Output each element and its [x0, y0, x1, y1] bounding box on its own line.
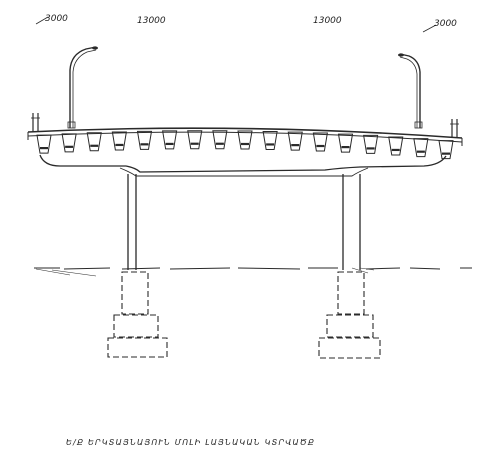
deck-beam: [337, 133, 354, 153]
foundation-left: [107, 271, 168, 358]
railing-right: [450, 119, 459, 137]
deck-beams: [36, 130, 454, 160]
pier-column-right: [342, 174, 361, 270]
dim-tick-left: [35, 16, 49, 25]
deck-beam: [61, 133, 77, 153]
foundation-left-neck: [121, 271, 149, 315]
deck-beam: [111, 131, 127, 151]
deck-beam: [388, 136, 404, 156]
foundation-left-footing: [107, 337, 168, 358]
railing-left: [31, 113, 40, 132]
drawing-caption: Ե/Ք ԵՐԿՏԱՅՆԱՅՈՒՆ ՄՈԼԻ ԼԱՅՆԱԿԱՆ ԿՏՐՎԱԾՔ: [66, 438, 315, 447]
dim-right-carriageway: 13000: [313, 16, 342, 26]
deck-beam: [262, 130, 278, 150]
pier-column-left: [127, 174, 137, 270]
deck-beam: [212, 130, 228, 150]
dim-right-sidewalk: 3000: [434, 19, 457, 29]
foundation-right-upper-step: [326, 314, 374, 338]
foundation-left-upper-step: [113, 314, 159, 338]
deck-beam: [363, 134, 379, 154]
dim-left-carriageway: 13000: [137, 16, 166, 26]
deck-beam: [312, 132, 328, 152]
dim-tick-right: [422, 24, 437, 33]
pier-cap-soffit: [39, 154, 447, 173]
lamp-head-right: [398, 53, 404, 57]
dimension-labels: 3000 13000 13000 3000: [35, 14, 457, 33]
deck-beam: [413, 138, 429, 158]
deck-beam: [162, 130, 178, 150]
foundation-right-footing: [318, 337, 381, 359]
pier-cap: [39, 154, 447, 177]
lamp-head-left: [92, 46, 98, 50]
road-surface-line: [27, 127, 463, 139]
dim-left-sidewalk: 3000: [45, 14, 68, 24]
deck-beam: [237, 130, 253, 150]
foundation-right: [318, 271, 381, 359]
lamp-post-right: [398, 53, 423, 129]
deck-beam: [438, 140, 454, 160]
deck-beam: [36, 134, 52, 154]
lamp-post-left: [67, 46, 98, 129]
deck-beam: [287, 131, 303, 151]
deck-beam: [86, 132, 102, 152]
ground-line: [34, 267, 472, 277]
deck-beam: [136, 130, 153, 150]
deck-beam: [187, 130, 203, 150]
foundation-right-neck: [337, 271, 365, 315]
